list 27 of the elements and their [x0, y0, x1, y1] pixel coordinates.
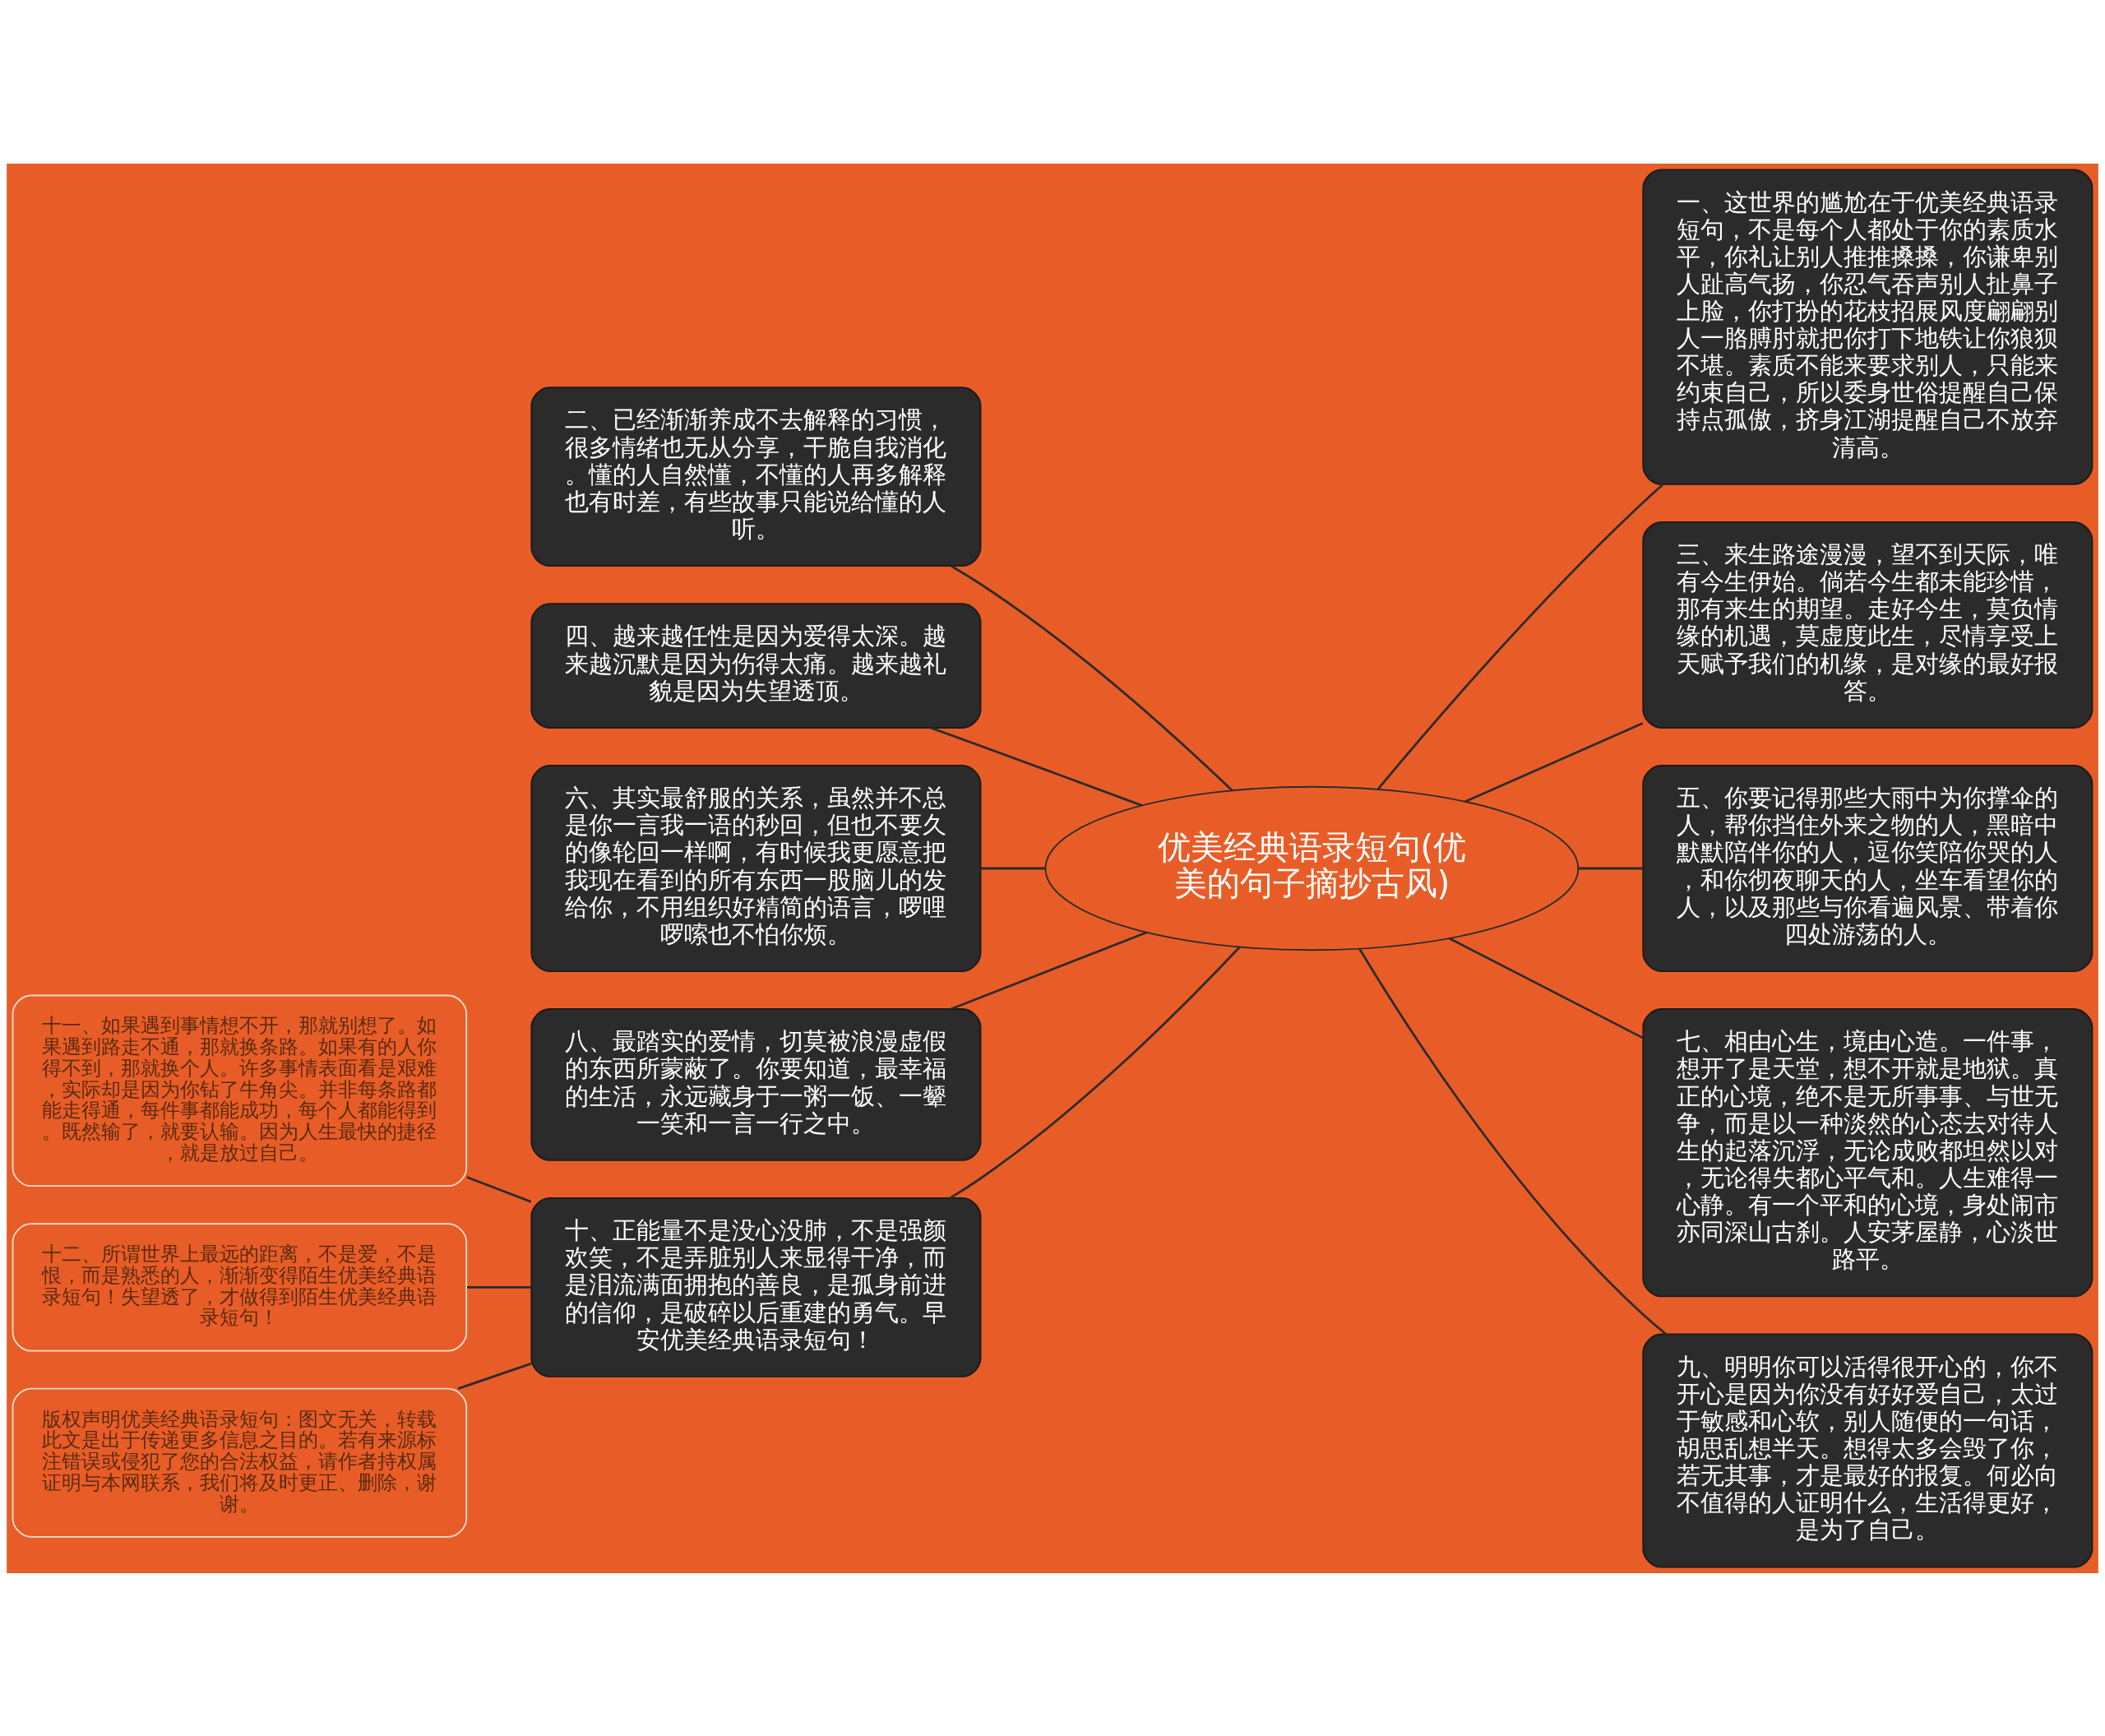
connector [950, 930, 1148, 1010]
connector [980, 867, 1046, 869]
node-box: 九、明明你可以活得很开心的，你不开心是因为你没有好好爱自己，太过于敏感和心软，别人随便的一句话，胡思乱想半天。想得太多会毁了你，若无其事，才是最好的报复。何必向不值得的人证明什么，生活得更好，是为了自己。 [1642, 1333, 2093, 1568]
connector [1578, 867, 1644, 869]
node-box: 二、已经渐渐养成不去解释的习惯，很多情绪也无从分享，干脆自我消化。懂的人自然懂，不懂的人再多解释也有时差，有些故事只能说给懂的人听。 [530, 386, 982, 567]
connector [466, 1175, 532, 1203]
connector [949, 945, 1241, 1199]
connector [1376, 483, 1663, 789]
node-box: 十一、如果遇到事情想不开，那就别想了。如果遇到路走不通，那就换条路。如果有的人你得不到，那就换个人。许多事情表面看是艰难，实际却是因为你钻了牛角尖。并非每条路都能走得通，每件事都能成功，每个人都能得到。既然输了，就要认输。因为人生最快的捷径，就是放过自己。 [12, 994, 468, 1187]
node-box: 十、正能量不是没心没肺，不是强颜欢笑，不是弄脏别人来显得干净，而是泪流满面拥抱的善良，是孤身前进的信仰，是破碎以后重建的勇气。早安优美经典语录短句！ [530, 1197, 982, 1377]
node-box: 一、这世界的尴尬在于优美经典语录短句，不是每个人都处于你的素质水平，你礼让别人推推搡搡，你谦卑别人趾高气扬，你忍气吞声别人扯鼻子上脸，你打扮的花枝招展风度翩翩别人一胳膊肘就把你打下地铁让你狼狈不堪。素质不能来要求别人，只能来约束自己，所以委身世俗提醒自己保持点孤傲，挤身江湖提醒自己不放弃清高。 [1642, 168, 2093, 485]
node-box: 六、其实最舒服的关系，虽然并不总是你一言我一语的秒回，但也不要久的像轮回一样啊，有时候我更愿意把我现在看到的所有东西一股脑儿的发给你，不用组织好精简的语言，啰哩啰嗦也不怕你烦。 [530, 764, 982, 972]
node-box: 十二、所谓世界上最远的距离，不是爱，不是恨，而是熟悉的人，渐渐变得陌生优美经典语录短句！失望透了，才做得到陌生优美经典语录短句！ [12, 1222, 468, 1352]
node-box: 五、你要记得那些大雨中为你撑伞的人，帮你挡住外来之物的人，黑暗中默默陪伴你的人，逗你笑陪你哭的人，和你彻夜聊天的人，坐车看望你的人，以及那些与你看遍风景、带着你四处游荡的人。 [1642, 764, 2093, 972]
connector [930, 726, 1143, 807]
node-box: 八、最踏实的爱情，切莫被浪漫虚假的东西所蒙蔽了。你要知道，最幸福的生活，永远藏身于一粥一饭、一颦一笑和一言一行之中。 [530, 1007, 982, 1161]
connector [1448, 937, 1644, 1039]
connector [951, 564, 1233, 792]
connector [1464, 721, 1644, 803]
node-box: 七、相由心生，境由心造。一件事，想开了是天堂，想不开就是地狱。真正的心境，绝不是无所事事、与世无争，而是以一种淡然的心态去对待人生的起落沉浮，无论成败都坦然以对，无论得失都心平气和。人生难得一心静。有一个平和的心境，身处闹市亦同深山古刹。人安茅屋静，心淡世路平。 [1642, 1007, 2093, 1297]
connector [466, 1285, 531, 1289]
connector [457, 1362, 532, 1390]
node-ellipse: 优美经典语录短句(优美的句子摘抄古风) [1044, 785, 1580, 951]
node-box: 版权声明优美经典语录短句：图文无关，转载此文是出于传递更多信息之目的。若有来源标注错误或侵犯了您的合法权益，请作者持权属证明与本网联系，我们将及时更正、删除，谢谢。 [12, 1387, 468, 1538]
node-box: 四、越来越任性是因为爱得太深。越来越沉默是因为伤得太痛。越来越礼貌是因为失望透顶。 [530, 602, 982, 729]
node-box: 三、来生路途漫漫，望不到天际，唯有今生伊始。倘若今生都未能珍惜，那有来生的期望。走好今生，莫负情缘的机遇，莫虚度此生，尽情享受上天赋予我们的机缘，是对缘的最好报答。 [1642, 521, 2093, 729]
connector [1358, 947, 1667, 1335]
